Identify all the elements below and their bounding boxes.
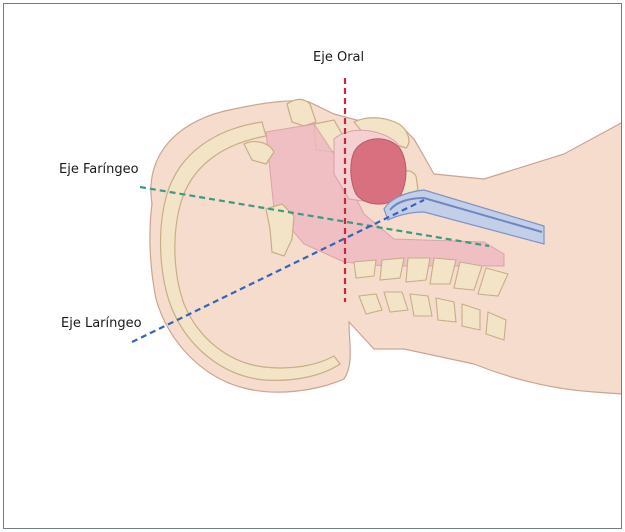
oral-axis-label: Eje Oral bbox=[313, 51, 364, 64]
airway-axes-diagram bbox=[4, 4, 622, 529]
laryngeal-axis-label: Eje Laríngeo bbox=[61, 317, 142, 330]
pharyngeal-axis-label: Eje Faríngeo bbox=[59, 163, 139, 176]
tongue bbox=[351, 139, 406, 204]
figure-frame: Eje Oral Eje Faríngeo Eje Laríngeo bbox=[3, 3, 622, 529]
